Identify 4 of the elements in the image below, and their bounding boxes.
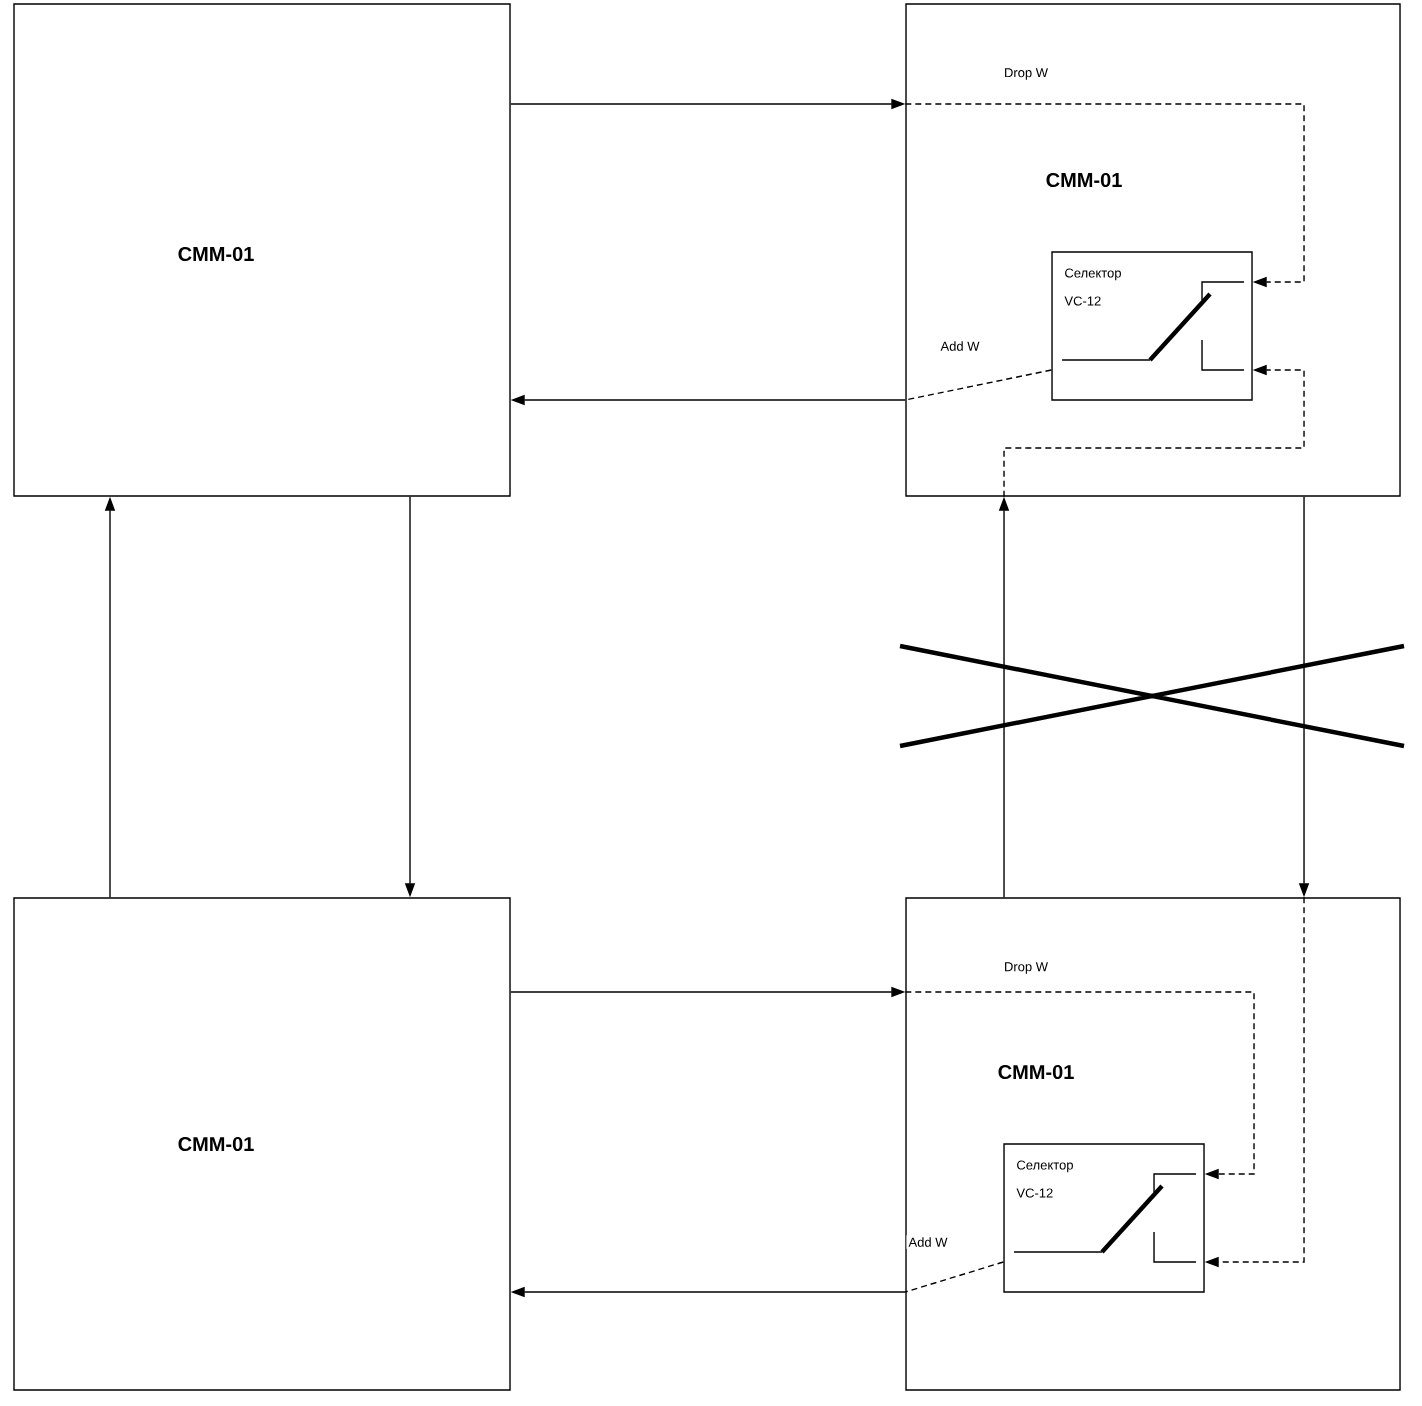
module-box: CMM-01 xyxy=(13,3,511,497)
arrow xyxy=(904,103,1305,288)
arrow xyxy=(904,991,1255,1180)
module-box: CMM-01 xyxy=(13,897,511,1391)
